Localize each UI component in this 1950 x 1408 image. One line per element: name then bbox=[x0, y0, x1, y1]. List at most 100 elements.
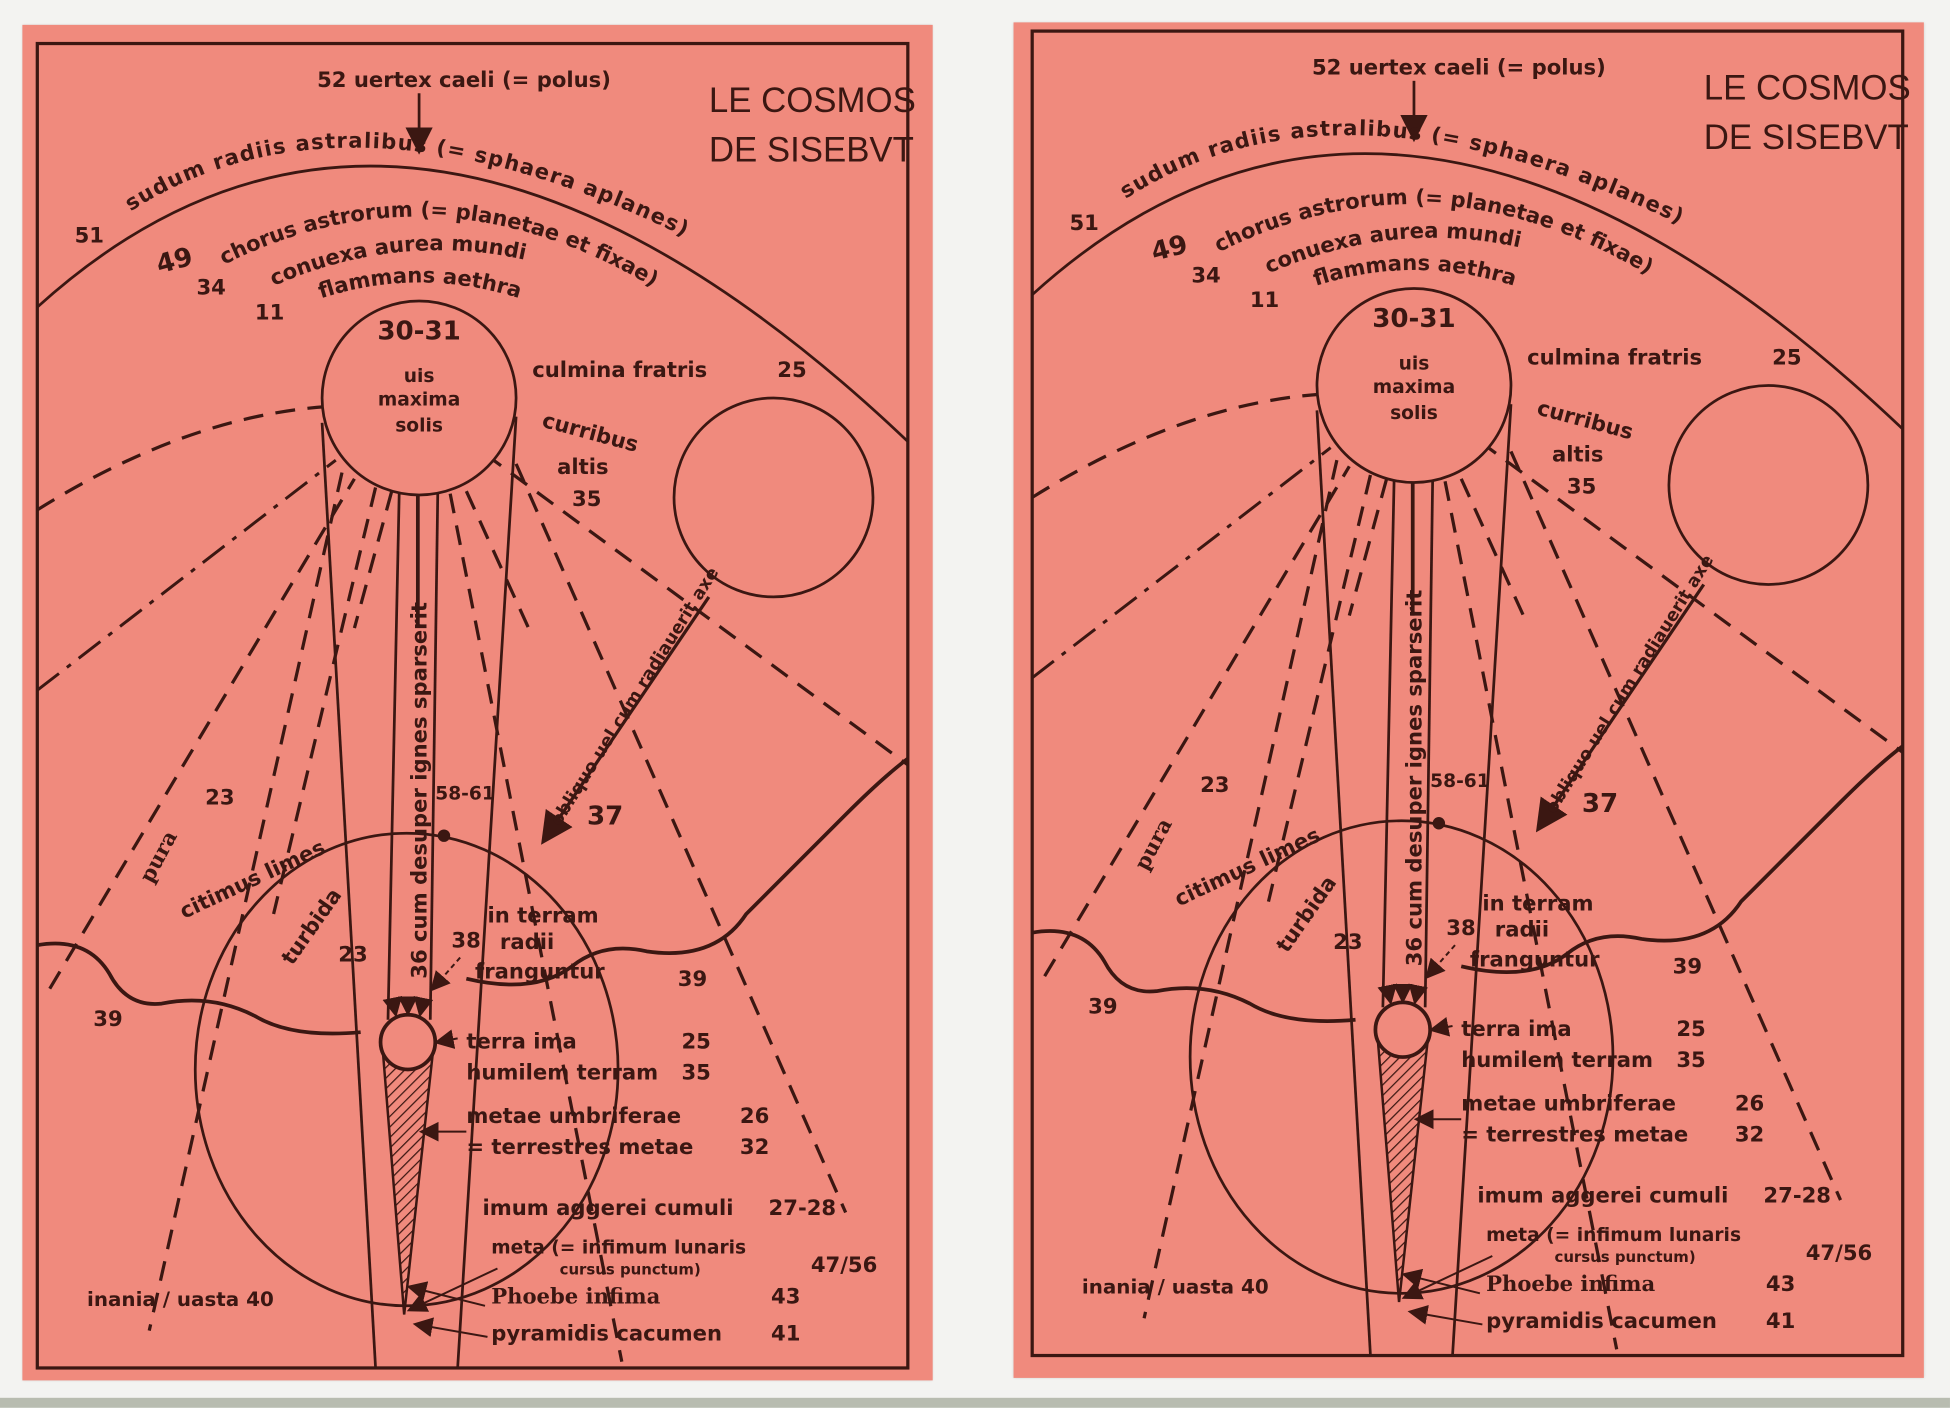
altis-label: altis bbox=[1552, 441, 1603, 466]
num-35-terra: 35 bbox=[681, 1059, 710, 1084]
phoebe-label: Phoebe infima bbox=[491, 1283, 660, 1308]
num-23-pura: 23 bbox=[205, 785, 234, 810]
beam-edge bbox=[1423, 481, 1434, 1008]
num-11: 11 bbox=[255, 300, 284, 325]
tangent-line-right bbox=[1451, 404, 1513, 1356]
phoebe-label: Phoebe infima bbox=[1486, 1271, 1655, 1296]
dashed-ray bbox=[1043, 465, 1351, 978]
num-32: 32 bbox=[1735, 1122, 1764, 1147]
pointer-arrows bbox=[1377, 944, 1493, 1326]
dashed-ray bbox=[1347, 478, 1389, 617]
sun-number: 30-31 bbox=[1372, 304, 1456, 334]
labels: LE COSMOS DE SISEBVT 52 uertex caeli (= … bbox=[75, 67, 916, 1346]
outer-sphere-arc bbox=[36, 164, 909, 443]
floor-strip bbox=[0, 1397, 1950, 1408]
dashed-orbit-left bbox=[1031, 392, 1321, 499]
num-34: 34 bbox=[1191, 262, 1220, 287]
pyramidis-label: pyramidis cacumen bbox=[1486, 1308, 1717, 1333]
num-32: 32 bbox=[740, 1134, 769, 1159]
earth-circle bbox=[378, 1012, 438, 1072]
line-art bbox=[1030, 29, 1905, 1358]
radii-label: radii bbox=[1495, 916, 1549, 941]
moon-circle bbox=[672, 396, 875, 599]
in-terram-label: in terram bbox=[1482, 890, 1593, 915]
metae-label: metae umbriferae bbox=[466, 1103, 681, 1128]
imum-label: imum aggerei cumuli bbox=[483, 1195, 734, 1220]
beam-edge bbox=[386, 493, 401, 1020]
franguntur-label: franguntur bbox=[475, 959, 605, 984]
sun-label-uis: uis bbox=[1399, 353, 1430, 374]
pyramidis-label: pyramidis cacumen bbox=[491, 1321, 722, 1346]
num-49: 49 bbox=[153, 242, 196, 280]
sun-label-solis: solis bbox=[395, 416, 443, 437]
num-38: 38 bbox=[1446, 915, 1475, 940]
num-39-left: 39 bbox=[1088, 994, 1117, 1019]
beam-edge bbox=[428, 493, 440, 1020]
cosmos-diagram: LE COSMOS DE SISEBVT 52 uertex caeli (= … bbox=[35, 41, 916, 1370]
radii-label: radii bbox=[500, 929, 554, 954]
title-line2: DE SISEBVT bbox=[1704, 118, 1909, 157]
print-left: LE COSMOS DE SISEBVT 52 uertex caeli (= … bbox=[22, 24, 933, 1381]
dashed-ray bbox=[464, 490, 531, 629]
tangent-line-left bbox=[1315, 410, 1372, 1356]
zenith-dot bbox=[1432, 817, 1446, 830]
oblique-arrow bbox=[541, 596, 711, 845]
terra-ima-label: terra ima bbox=[1461, 1016, 1571, 1041]
moon-circle bbox=[1667, 384, 1870, 586]
sun-label-uis: uis bbox=[404, 366, 435, 387]
sublunar-sphere bbox=[193, 831, 620, 1308]
dashed-orbit-left bbox=[36, 405, 326, 512]
num-51: 51 bbox=[1069, 210, 1098, 235]
polus-label: 52 uertex caeli (= polus) bbox=[1312, 55, 1606, 80]
cursus-label: cursus punctum) bbox=[560, 1261, 701, 1279]
num-47-56: 47/56 bbox=[1806, 1240, 1873, 1265]
svg-text:flammans aethra: flammans aethra bbox=[315, 262, 525, 303]
culmina-label: culmina fratris bbox=[1527, 344, 1702, 369]
num-25-culmina: 25 bbox=[1772, 344, 1801, 369]
num-41: 41 bbox=[771, 1321, 800, 1346]
dashed-ray bbox=[1443, 480, 1619, 1350]
num-25-terra: 25 bbox=[1676, 1016, 1705, 1041]
title-line2: DE SISEBVT bbox=[709, 131, 914, 170]
dashed-ray bbox=[514, 463, 848, 1214]
metae-label: metae umbriferae bbox=[1461, 1091, 1676, 1116]
horizon-wave-right bbox=[465, 757, 909, 987]
num-27-28: 27-28 bbox=[769, 1195, 837, 1220]
num-23-turbida: 23 bbox=[338, 941, 367, 966]
num-39-left: 39 bbox=[93, 1006, 122, 1031]
sun-label-solis: solis bbox=[1390, 403, 1438, 424]
imum-label: imum aggerei cumuli bbox=[1477, 1183, 1728, 1208]
sun-circle bbox=[320, 299, 518, 497]
beam-label: 36 cum desuper ignes sparserit bbox=[1401, 590, 1426, 967]
title-line1: LE COSMOS bbox=[1704, 68, 1911, 107]
horizon-wave-left bbox=[1031, 929, 1356, 1023]
tangent-line-left bbox=[320, 422, 377, 1369]
curribus-label: curribus bbox=[540, 407, 641, 457]
terrestres-label: = terrestres metae bbox=[466, 1134, 693, 1159]
polus-label: 52 uertex caeli (= polus) bbox=[317, 67, 611, 92]
dashed-ray bbox=[1478, 440, 1904, 754]
num-39-right: 39 bbox=[1673, 954, 1702, 979]
horizon-wave-right bbox=[1460, 744, 1904, 974]
horizon-wave-left bbox=[36, 941, 361, 1036]
num-58-61: 58-61 bbox=[435, 784, 495, 805]
num-11: 11 bbox=[1250, 287, 1279, 312]
num-23-pura: 23 bbox=[1200, 772, 1229, 797]
dashed-ray bbox=[1266, 474, 1373, 902]
sun-number: 30-31 bbox=[377, 317, 461, 347]
dashed-ray bbox=[448, 493, 624, 1363]
sublunar-sphere bbox=[1188, 819, 1615, 1295]
num-37: 37 bbox=[587, 802, 623, 832]
dashed-ray bbox=[484, 452, 909, 767]
dashed-ray bbox=[1459, 478, 1525, 617]
num-35-moon: 35 bbox=[572, 486, 601, 511]
dashed-ray bbox=[147, 472, 344, 1332]
flammans-label: flammans aethra bbox=[315, 262, 525, 303]
inania-label: inania / uasta 40 bbox=[87, 1288, 274, 1311]
dashed-ray bbox=[272, 487, 378, 915]
in-terram-label: in terram bbox=[487, 903, 598, 928]
num-58-61: 58-61 bbox=[1430, 771, 1490, 792]
print-right: LE COSMOS DE SISEBVT 52 uertex caeli (= … bbox=[1013, 22, 1924, 1378]
labels: LE COSMOS DE SISEBVT 52 uertex caeli (= … bbox=[1069, 55, 1910, 1334]
oblique-arrow bbox=[1535, 583, 1706, 833]
